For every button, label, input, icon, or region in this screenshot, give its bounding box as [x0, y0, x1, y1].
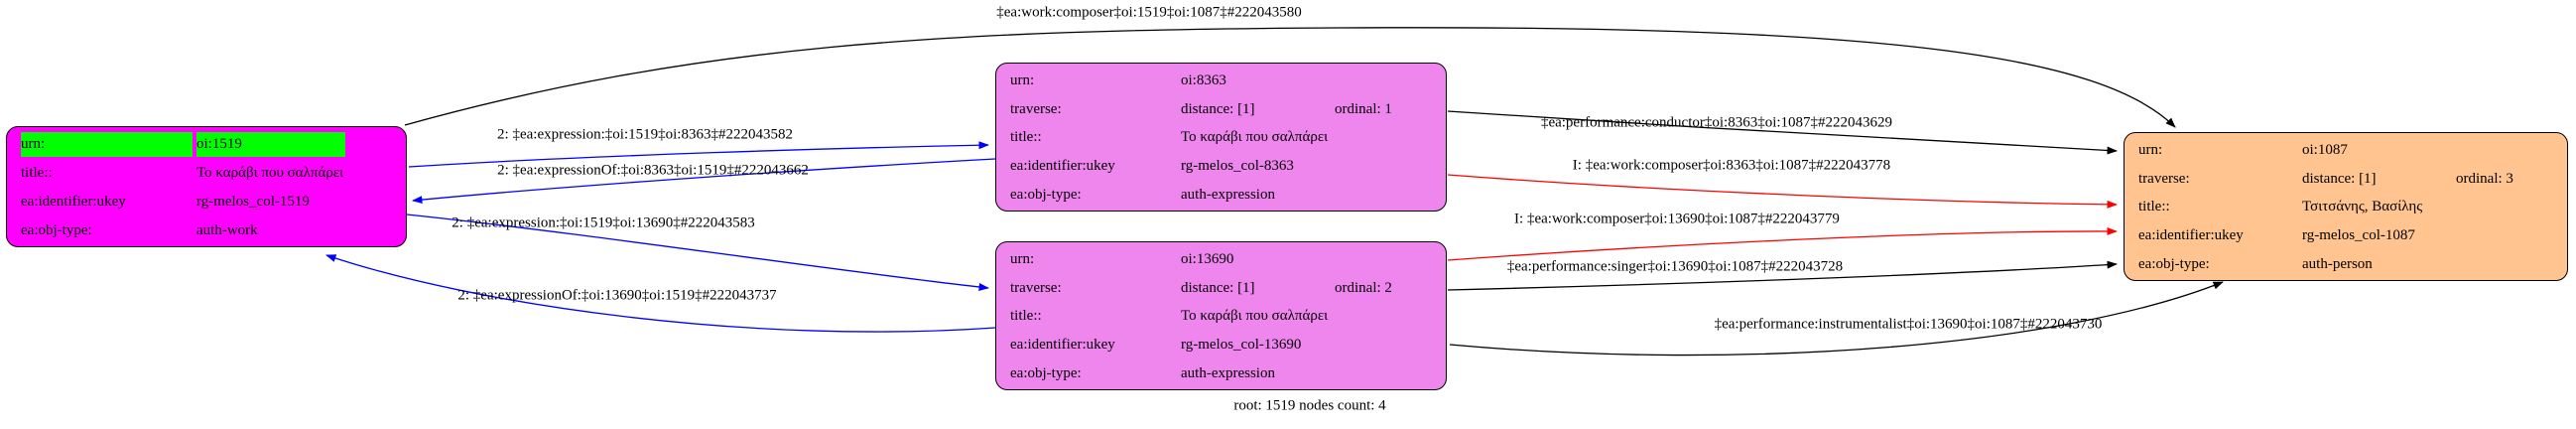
- node-row-urn: urn: oi:1519: [7, 130, 406, 159]
- row-value: auth-work: [196, 222, 258, 238]
- edge-work-composer-13690-1087: [1447, 226, 2118, 261]
- row-value: auth-expression: [1181, 187, 1275, 204]
- node-row-identifier: ea:identifier:ukey rg-melos_col-8363: [996, 152, 1446, 181]
- edge-label-expressionOf-8363-1519: 2: ‡ea:expressionOf:‡oi:8363‡oi:1519‡#22…: [497, 162, 809, 179]
- edge-label-performance-conductor-8363-1087: ‡ea:performance:conductor‡oi:8363‡oi:108…: [1540, 114, 1893, 131]
- row-value2: ordinal: 1: [1335, 100, 1392, 117]
- edge-label-performance-instrumentalist-13690-1087: ‡ea:performance:instrumentalist‡oi:13690…: [1714, 316, 2103, 333]
- row-key: title::: [1010, 129, 1042, 146]
- graph-footer-label: root: 1519 nodes count: 4: [1233, 397, 1386, 414]
- row-value: auth-person: [2302, 256, 2373, 273]
- node-row-title: title:: Το καράβι που σαλπάρει: [7, 159, 406, 188]
- node-row-traverse: traverse: distance: [1] ordinal: 2: [996, 274, 1446, 303]
- row-value: distance: [1]: [1181, 279, 1255, 296]
- row-value: oi:1519: [196, 132, 345, 157]
- node-row-objtype: ea:obj-type: auth-work: [7, 216, 406, 245]
- node-row-objtype: ea:obj-type: auth-person: [2125, 250, 2567, 279]
- node-row-urn: urn: oi:13690: [996, 245, 1446, 274]
- edge-label-performance-singer-13690-1087: ‡ea:performance:singer‡oi:13690‡oi:1087‡…: [1506, 258, 1844, 275]
- node-row-objtype: ea:obj-type: auth-expression: [996, 359, 1446, 388]
- edge-label-expression-1519-8363: 2: ‡ea:expression:‡oi:1519‡oi:8363‡#2220…: [497, 126, 793, 143]
- row-value: Το καράβι που σαλπάρει: [1181, 308, 1329, 325]
- row-key: urn:: [2138, 141, 2163, 158]
- row-key: ea:identifier:ukey: [1010, 337, 1115, 354]
- edge-label-expression-1519-13690: 2: ‡ea:expression:‡oi:1519‡oi:13690‡#222…: [451, 214, 755, 231]
- row-value: oi:8363: [1181, 72, 1226, 88]
- node-row-title: title:: Τσιτσάνης, Βασίλης: [2125, 194, 2567, 222]
- node-row-identifier: ea:identifier:ukey rg-melos_col-1519: [7, 188, 406, 216]
- row-key: ea:obj-type:: [1010, 187, 1082, 204]
- row-key: ea:identifier:ukey: [1010, 158, 1115, 175]
- edge-work-composer-8363-1087: [1447, 174, 2118, 209]
- row-key: title::: [1010, 308, 1042, 325]
- edge-label-work-composer-8363-1087: I: ‡ea:work:composer‡oi:8363‡oi:1087‡#22…: [1572, 157, 1891, 174]
- node-person-1087[interactable]: urn: oi:1087 traverse: distance: [1] ord…: [2124, 132, 2568, 281]
- node-row-objtype: ea:obj-type: auth-expression: [996, 181, 1446, 210]
- row-key: ea:obj-type:: [1010, 365, 1082, 382]
- node-row-urn: urn: oi:1087: [2125, 136, 2567, 165]
- node-row-title: title:: Το καράβι που σαλπάρει: [996, 303, 1446, 332]
- row-value: rg-melos_col-8363: [1181, 158, 1294, 175]
- node-row-identifier: ea:identifier:ukey rg-melos_col-1087: [2125, 221, 2567, 250]
- row-value: rg-melos_col-1087: [2302, 227, 2415, 244]
- row-key: ea:identifier:ukey: [2138, 227, 2244, 244]
- node-row-traverse: traverse: distance: [1] ordinal: 3: [2125, 165, 2567, 194]
- edge-label-work-composer-13690-1087: I: ‡ea:work:composer‡oi:13690‡oi:1087‡#2…: [1514, 211, 1840, 227]
- row-key: ea:obj-type:: [21, 222, 92, 238]
- row-key: urn:: [1010, 250, 1035, 267]
- node-row-title: title:: Το καράβι που σαλπάρει: [996, 124, 1446, 153]
- node-expression-8363[interactable]: urn: oi:8363 traverse: distance: [1] ord…: [995, 63, 1447, 212]
- row-value: oi:13690: [1181, 250, 1234, 267]
- row-value: rg-melos_col-13690: [1181, 337, 1302, 354]
- row-key: traverse:: [1010, 100, 1062, 117]
- node-row-urn: urn: oi:8363: [996, 67, 1446, 95]
- row-value: Το καράβι που σαλπάρει: [1181, 129, 1329, 146]
- row-value: rg-melos_col-1519: [196, 194, 310, 210]
- edge-label-expressionOf-13690-1519: 2: ‡ea:expressionOf:‡oi:13690‡oi:1519‡#2…: [457, 287, 777, 304]
- row-key: traverse:: [2138, 170, 2190, 187]
- node-expression-13690[interactable]: urn: oi:13690 traverse: distance: [1] or…: [995, 241, 1447, 390]
- row-value2: ordinal: 2: [1335, 279, 1392, 296]
- row-value: distance: [1]: [2302, 170, 2377, 187]
- row-key: urn:: [1010, 72, 1035, 88]
- row-value: auth-expression: [1181, 365, 1275, 382]
- row-key: title::: [2138, 199, 2170, 215]
- node-work-1519[interactable]: urn: oi:1519 title:: Το καράβι που σαλπά…: [6, 126, 407, 247]
- row-value: Τσιτσάνης, Βασίλης: [2302, 199, 2423, 215]
- row-key: ea:identifier:ukey: [21, 194, 126, 210]
- row-key: urn:: [21, 132, 193, 157]
- row-value: oi:1087: [2302, 141, 2348, 158]
- row-key: title::: [21, 165, 53, 181]
- row-value: Το καράβι που σαλπάρει: [196, 165, 344, 181]
- node-row-traverse: traverse: distance: [1] ordinal: 1: [996, 95, 1446, 124]
- row-key: ea:obj-type:: [2138, 256, 2210, 273]
- row-value: distance: [1]: [1181, 100, 1255, 117]
- edge-label-work-composer-1519-1087: ‡ea:work:composer‡oi:1519‡oi:1087‡#22204…: [996, 4, 1302, 21]
- row-key: traverse:: [1010, 279, 1062, 296]
- row-value2: ordinal: 3: [2456, 170, 2513, 187]
- node-row-identifier: ea:identifier:ukey rg-melos_col-13690: [996, 331, 1446, 359]
